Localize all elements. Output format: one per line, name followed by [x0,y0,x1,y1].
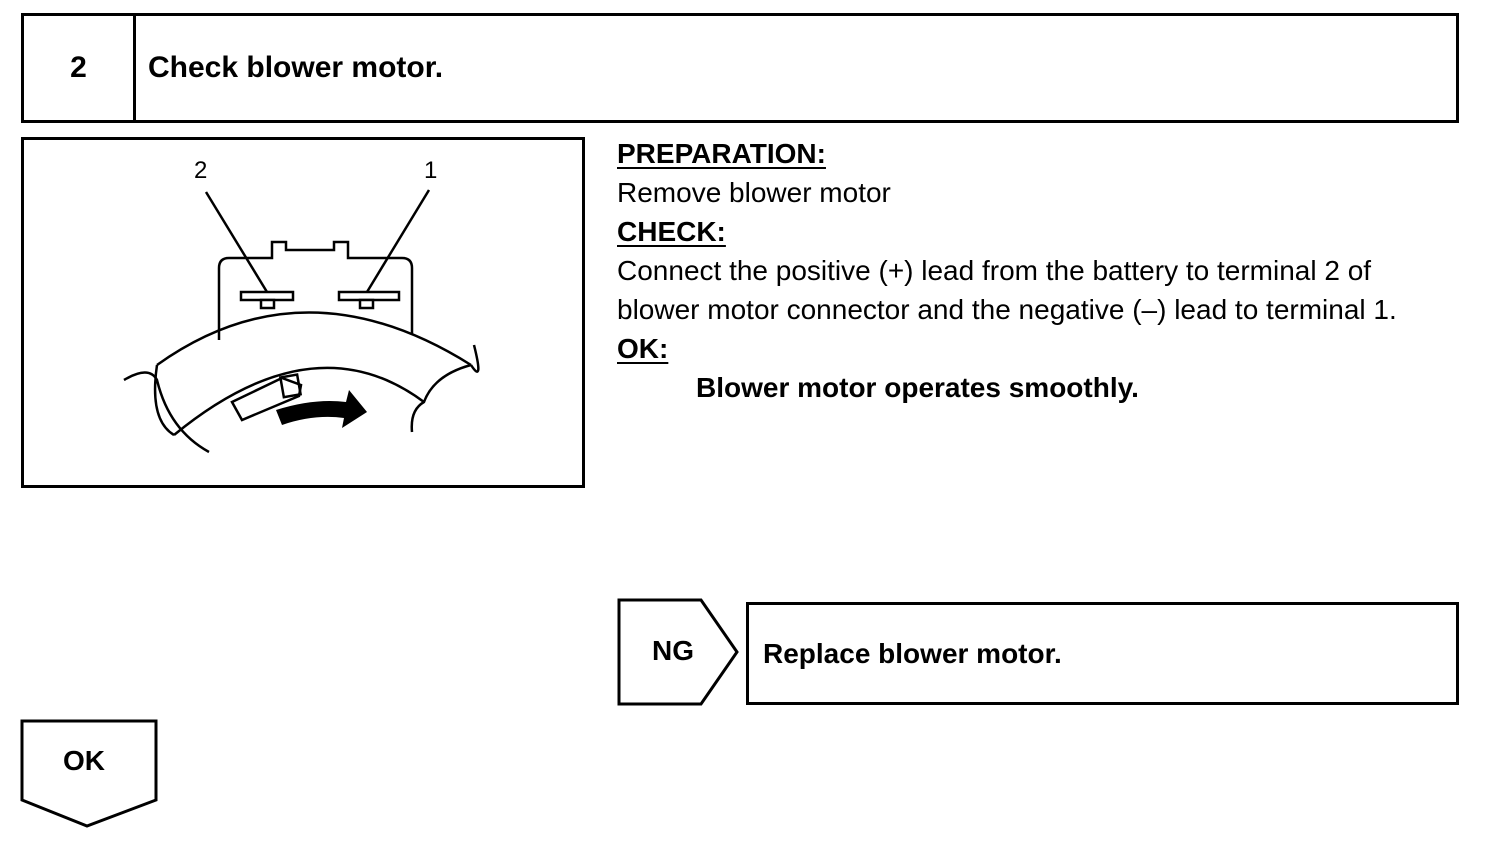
preparation-label: PREPARATION: [617,138,826,169]
connector-body [217,240,414,340]
blower-motor-illustration: 2 1 [21,137,585,488]
housing-left-edge [153,364,175,437]
check-text-line1: Connect the positive (+) lead from the b… [617,255,1372,286]
ng-branch-tag[interactable]: NG [617,597,743,707]
callout-terminal-1: 1 [424,157,437,184]
blower-motor-drawing: 2 1 [123,157,480,454]
step-title: Check blower motor. [148,51,444,84]
housing-inner-arc [173,366,425,436]
preparation-text: Remove blower motor [617,177,891,208]
ng-tag-label: NG [652,635,694,666]
ok-label: OK: [617,333,669,364]
housing-left-wave [123,371,210,454]
ng-action-box: Replace blower motor. [746,602,1459,705]
ng-action-text: Replace blower motor. [763,637,1062,669]
housing-outer-arc [156,311,472,367]
ok-tag-label: OK [63,745,105,776]
leader-line-2 [204,191,269,293]
callout-terminal-2: 2 [194,157,207,184]
housing-right-wave [410,344,480,433]
rotation-arrow-icon [276,390,367,428]
ok-text: Blower motor operates smoothly. [696,372,1139,403]
ok-arrow-shape [20,719,158,828]
ok-branch-tag[interactable]: OK [20,718,160,830]
terminal-1-pin [358,298,375,310]
step-header: 2 Check blower motor. [21,13,1459,123]
check-text-line2: blower motor connector and the negative … [617,294,1397,325]
step-number: 2 [24,16,136,120]
leader-line-1 [365,189,431,293]
ng-arrow-shape [617,598,739,706]
terminal-2-pin [259,298,276,310]
procedure-text: PREPARATION: Remove blower motor CHECK: … [617,134,1467,407]
check-label: CHECK: [617,216,726,247]
rotation-tab-box [278,373,303,399]
